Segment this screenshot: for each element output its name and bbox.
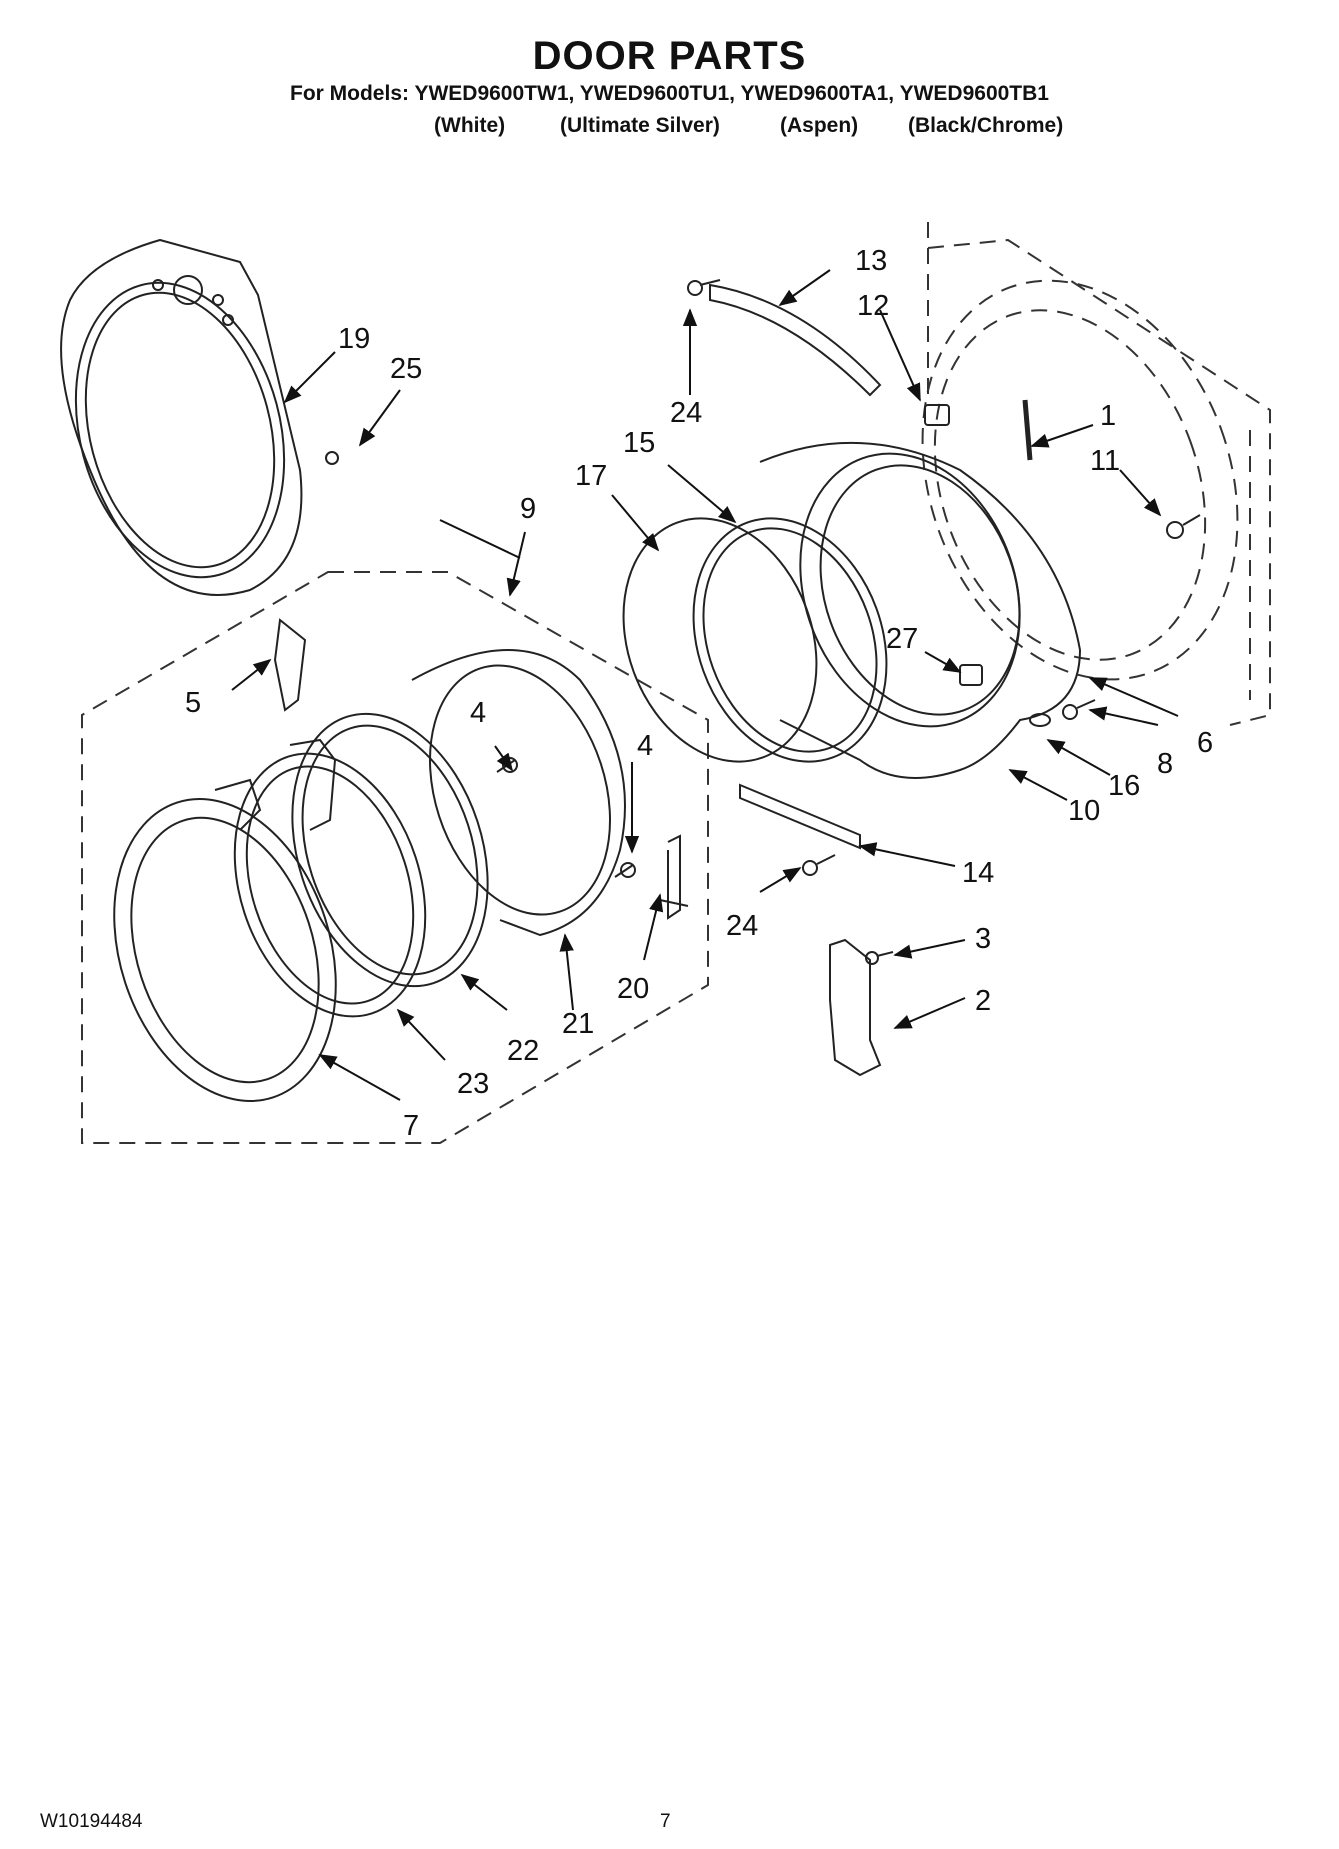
color-white: (White): [434, 114, 506, 137]
door-back-ring: [60, 238, 339, 596]
callout-4-right: 4: [637, 730, 653, 762]
callout-15: 15: [623, 427, 655, 459]
callout-20: 20: [617, 973, 649, 1005]
callout-23: 23: [457, 1068, 489, 1100]
leader-lines: [231, 269, 1179, 1101]
color-aspen: (Aspen): [780, 114, 859, 137]
door-assembly-parts: [113, 618, 689, 1102]
strip-14: [739, 783, 861, 850]
model-list: For Models: YWED9600TW1, YWED9600TU1, YW…: [290, 82, 1049, 105]
callout-6: 6: [1197, 727, 1213, 759]
color-black-chrome: (Black/Chrome): [908, 114, 1064, 137]
assembly-9-boundary: [81, 571, 709, 1144]
cabinet-outline: [921, 222, 1271, 726]
document-number: W10194484: [40, 1811, 143, 1832]
callout-24-bottom: 24: [726, 910, 758, 942]
callout-1: 1: [1100, 400, 1116, 432]
callout-3: 3: [975, 923, 991, 955]
callout-11: 11: [1090, 445, 1120, 477]
callout-24-top: 24: [670, 397, 702, 429]
callout-14: 14: [962, 857, 994, 889]
callout-21: 21: [562, 1008, 594, 1040]
color-ultimate-silver: (Ultimate Silver): [560, 114, 720, 137]
callout-13: 13: [855, 245, 887, 277]
callout-22: 22: [507, 1035, 539, 1067]
callout-7: 7: [403, 1110, 419, 1142]
page-number: 7: [660, 1811, 671, 1832]
callout-9: 9: [520, 493, 536, 525]
callout-4-left: 4: [470, 697, 486, 729]
callout-5: 5: [185, 687, 201, 719]
callout-numbers: 19 25 9 5 4 4 20 21 22 23 7 13 12 24 15 …: [185, 245, 1213, 1142]
callout-10: 10: [1068, 795, 1100, 827]
callout-17: 17: [575, 460, 607, 492]
page-title: DOOR PARTS: [532, 34, 807, 78]
callout-16: 16: [1108, 770, 1140, 802]
callout-8: 8: [1157, 748, 1173, 780]
callout-27: 27: [886, 623, 918, 655]
callout-2: 2: [975, 985, 991, 1017]
callout-12: 12: [857, 290, 889, 322]
door-latch-2: [829, 938, 882, 1077]
callout-25: 25: [390, 353, 422, 385]
callout-19: 19: [338, 323, 370, 355]
